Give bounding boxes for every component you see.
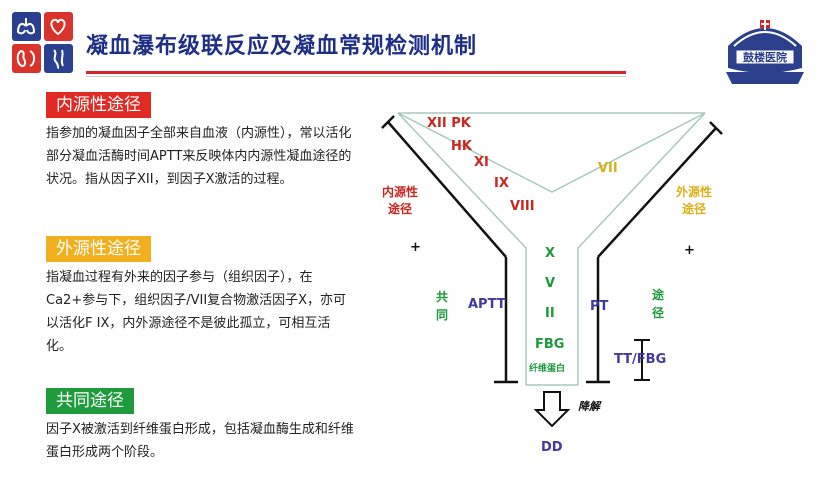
intrinsic-bracket (381, 115, 518, 384)
factor-x: X (545, 246, 556, 261)
common-label-right-2: 径 (652, 306, 665, 320)
common-description: 因子X被激活到纤维蛋白形成，包括凝血酶生成和纤维蛋白形成两个阶段。 (46, 422, 354, 460)
department-logo (12, 12, 74, 74)
title-divider (86, 71, 626, 74)
common-label-left-1: 共 (436, 290, 449, 304)
extrinsic-label-line2: 途径 (682, 202, 707, 216)
degradation-arrow (533, 391, 571, 428)
factor-ix: IX (494, 176, 509, 191)
intrinsic-label-line1: 内源性 (382, 185, 419, 199)
degradation-label: 降解 (578, 400, 600, 413)
funnel-left-wall (397, 112, 527, 385)
intrinsic-tag: 内源性途径 (46, 92, 151, 118)
fibrin-label: 纤维蛋白 (529, 364, 566, 374)
page-title: 凝血瀑布级联反应及凝血常规检测机制 (86, 34, 478, 59)
common-tag: 共同途径 (46, 388, 134, 414)
extrinsic-label: 外源性 途径 (676, 183, 712, 217)
factor-ii: II (545, 306, 555, 321)
common-label-right-1: 途 (652, 288, 665, 302)
factor-vii: VII (598, 161, 618, 176)
lung-icon (12, 12, 41, 41)
vessel-icon (44, 44, 73, 73)
intrinsic-plus: + (410, 240, 421, 255)
factor-fbg: FBG (535, 337, 565, 352)
extrinsic-description: 指凝血过程有外来的因子参与（组织因子），在Ca2+参与下，组织因子/VII复合物… (46, 270, 347, 354)
extrinsic-bracket (586, 121, 723, 384)
factor-xi: XI (474, 155, 489, 170)
tt-fbg-bracket (634, 339, 650, 381)
factor-xii-pk: XII PK (427, 116, 471, 131)
intrinsic-label-line2: 途径 (388, 202, 413, 216)
funnel-right-wall (577, 112, 706, 385)
aptt-label: APTT (468, 297, 506, 312)
funnel-inner (397, 112, 706, 193)
common-label-right: 途 径 (652, 286, 664, 322)
common-label-left: 共 同 (436, 288, 448, 324)
factor-v: V (545, 276, 556, 291)
heart-icon (44, 12, 73, 41)
kidney-icon (12, 44, 41, 73)
tt-fbg-label: TT/FBG (614, 352, 667, 367)
extrinsic-label-line1: 外源性 (676, 185, 713, 199)
dd-label: DD (541, 440, 563, 455)
intrinsic-description: 指参加的凝血因子全部来自血液（内源性），常以活化部分凝血活酶时间APTT来反映体… (46, 126, 352, 187)
title-divider-shadow (86, 76, 626, 77)
extrinsic-plus: + (684, 243, 695, 258)
hospital-logo-text: 鼓楼医院 (743, 50, 787, 64)
common-label-left-2: 同 (436, 308, 449, 322)
hospital-logo: 鼓楼医院 (720, 6, 810, 92)
extrinsic-tag: 外源性途径 (46, 236, 151, 262)
pt-label: PT (590, 299, 609, 314)
intrinsic-label: 内源性 途径 (382, 183, 418, 217)
factor-viii: VIII (510, 199, 535, 214)
factor-hk: HK (451, 139, 472, 154)
